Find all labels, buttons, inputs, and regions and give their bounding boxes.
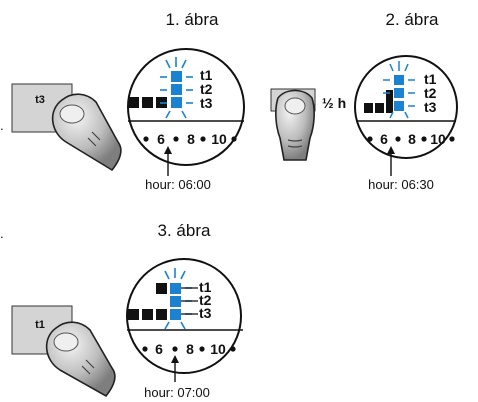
blink-segment-t1 — [171, 71, 182, 82]
level-t3: t3 — [200, 95, 213, 111]
bar — [156, 283, 167, 294]
level-t1: t1 — [200, 67, 213, 83]
hour-label-panel-1: hour: 06:00 — [145, 177, 211, 192]
panel-3: 3. ábra . t1 — [0, 221, 243, 400]
scale-10: 10 — [430, 131, 446, 147]
caption-panel-1: 1. ábra — [166, 10, 219, 29]
scale-10: 10 — [210, 341, 226, 357]
scale-8: 8 — [186, 341, 194, 357]
dial-panel-2: t1 t2 t3 6 8 10 — [354, 55, 458, 159]
blink-rays-icon — [160, 57, 193, 119]
bar — [142, 309, 153, 320]
bar — [128, 309, 139, 320]
scale-8: 8 — [408, 131, 416, 147]
finger-press-icon — [51, 93, 122, 172]
hour-scale: 6 8 10 — [367, 131, 455, 147]
scale-6: 6 — [157, 131, 165, 147]
blink-segment-t2 — [171, 84, 182, 95]
bar — [156, 309, 167, 320]
bar — [364, 103, 373, 113]
level-t3: t3 — [424, 99, 437, 115]
panel-1: 1. ábra . t3 — [0, 10, 245, 192]
hour-scale: 6 8 10 — [142, 341, 236, 357]
button-t1-label: t1 — [35, 319, 45, 331]
scale-10: 10 — [211, 131, 227, 147]
list-mark: . — [0, 118, 4, 133]
level-t3: t3 — [199, 305, 212, 321]
bar — [375, 103, 384, 113]
dial-ring — [126, 258, 242, 374]
level-t1: t1 — [424, 71, 437, 87]
arrow-up-icon — [171, 355, 179, 382]
dial-ring — [354, 55, 458, 159]
level-t1: t1 — [199, 279, 212, 295]
panel-2: 2. ábra ½ h — [270, 10, 458, 192]
level-t2: t2 — [424, 85, 437, 101]
blink-segment-t3 — [394, 101, 404, 111]
scale-6: 6 — [155, 341, 163, 357]
arrow-up-icon — [387, 146, 395, 176]
level-t2: t2 — [200, 81, 213, 97]
blink-segment-t3 — [171, 97, 182, 108]
bar — [128, 97, 139, 108]
caption-panel-2: 2. ábra — [386, 10, 439, 29]
bar — [142, 97, 153, 108]
finger-press-icon — [275, 89, 315, 161]
dial-panel-1: t1 t2 t3 6 8 10 — [127, 48, 245, 166]
blink-rays-icon — [383, 61, 415, 119]
blink-segment-t2 — [170, 296, 181, 307]
button-t3-label: t3 — [35, 94, 45, 106]
step-label: ½ h — [322, 95, 346, 111]
hour-label-panel-2: hour: 06:30 — [368, 177, 434, 192]
blink-segment-t1 — [394, 75, 404, 85]
level-t2: t2 — [199, 292, 212, 308]
list-mark: . — [0, 226, 4, 241]
hour-scale: 6 8 10 — [143, 131, 237, 147]
finger-press-icon — [45, 321, 116, 398]
hour-label-panel-3: hour: 07:00 — [144, 385, 210, 400]
bar — [386, 90, 393, 113]
scale-8: 8 — [187, 131, 195, 147]
blink-segment-t1 — [170, 283, 181, 294]
scale-6: 6 — [380, 131, 388, 147]
caption-panel-3: 3. ábra — [158, 221, 211, 240]
blink-segment-t3 — [170, 309, 181, 320]
dial-panel-3: t1 t2 t3 6 8 10 — [126, 258, 243, 374]
arrow-up-icon — [164, 146, 172, 176]
blink-segment-t2 — [394, 88, 404, 98]
